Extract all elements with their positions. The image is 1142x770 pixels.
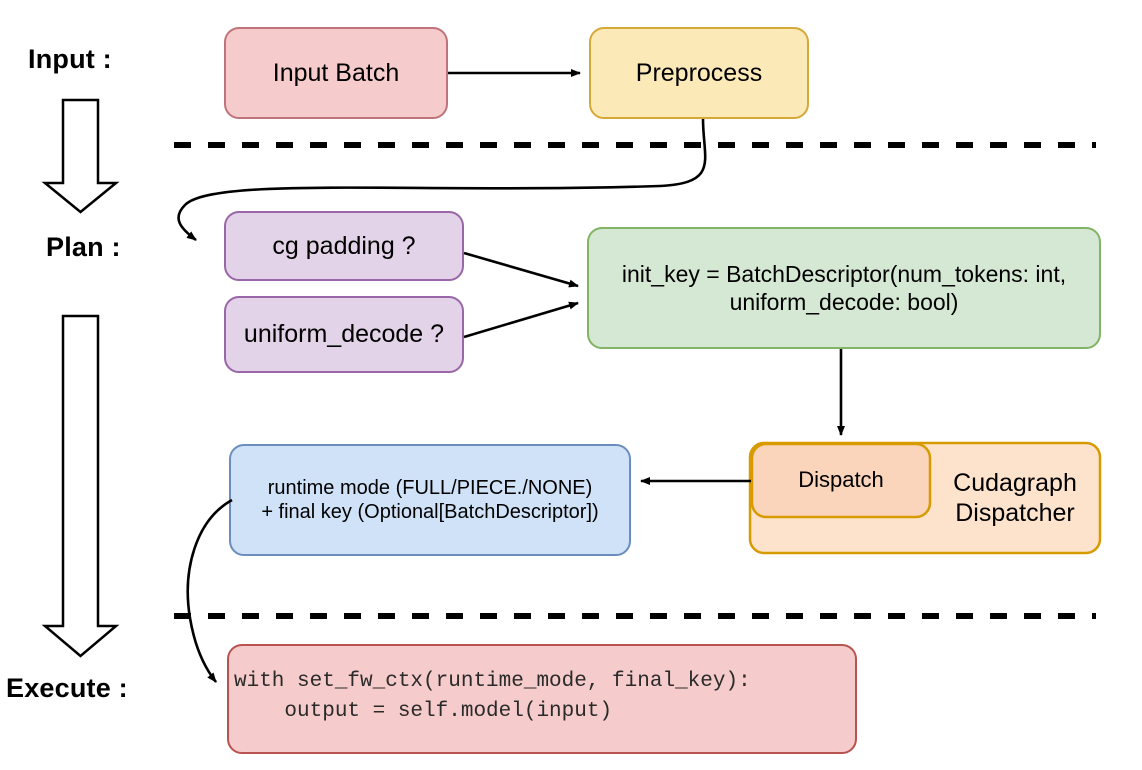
node-input-batch[interactable]	[224, 27, 448, 119]
node-init-key[interactable]	[587, 227, 1101, 349]
arrow-runtime-mode-to-execute-code	[186, 498, 233, 683]
stage-arrow-plan-to-execute	[41, 314, 120, 658]
code-line-output-self-model: output = self.model(input)	[234, 700, 613, 723]
stage-label-execute: Execute :	[6, 673, 128, 703]
code-line-with-set-fw-ctx: with set_fw_ctx(runtime_mode, final_key)…	[234, 670, 751, 693]
stage-arrow-input-to-plan	[41, 98, 120, 214]
node-runtime-mode[interactable]	[229, 444, 631, 556]
node-execute-code[interactable]	[227, 644, 857, 754]
arrow-preprocess-to-cg-padding	[177, 118, 707, 242]
arrow-cg-padding-to-init-key	[463, 251, 579, 288]
stage-label-input: Input :	[28, 44, 112, 74]
stage-label-plan: Plan :	[46, 232, 121, 262]
node-cg-padding[interactable]	[224, 211, 464, 281]
node-preprocess[interactable]	[589, 27, 809, 119]
node-dispatch[interactable]	[750, 442, 932, 519]
arrow-uniform-decode-to-init-key	[463, 301, 579, 339]
node-uniform-decode[interactable]	[224, 296, 464, 373]
